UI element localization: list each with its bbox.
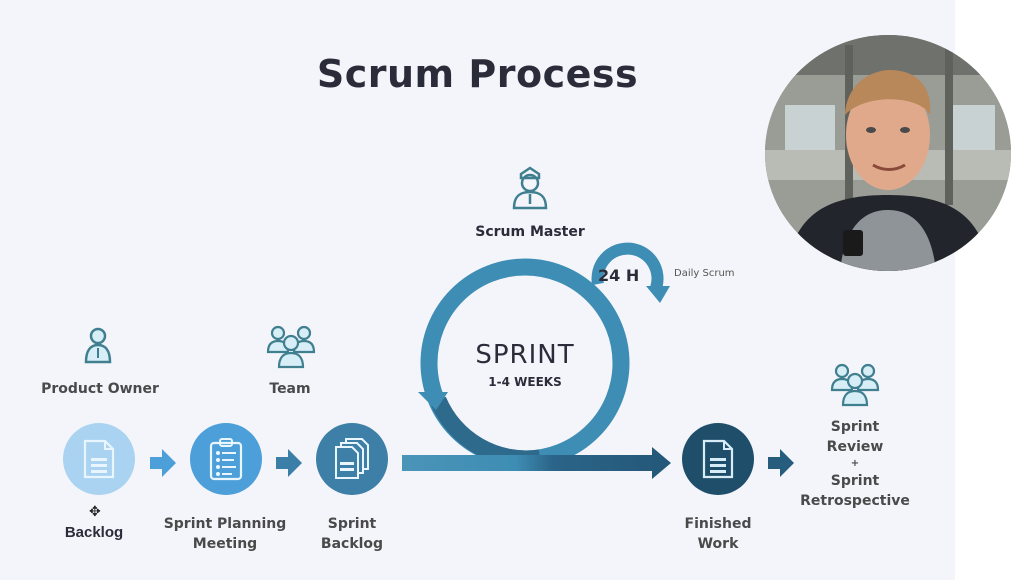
review-team-icon	[830, 363, 880, 407]
flow-bar	[402, 455, 654, 471]
team-label: Team	[269, 381, 311, 397]
scrum-master-label: Scrum Master	[475, 224, 585, 240]
sprint-planning-node	[190, 423, 262, 495]
daily-cycle-label: 24 H	[598, 266, 640, 285]
sprint-backlog-label-line1: Sprint	[327, 516, 377, 532]
sprint-review-retrospective-label: Sprint Review + Sprint Retrospective	[795, 417, 915, 511]
arrow-right-icon	[768, 449, 794, 477]
backlog-label: Backlog	[64, 524, 124, 541]
finished-work-label: Finished Work	[668, 514, 768, 554]
presenter-video-frame	[765, 35, 1011, 271]
presenter-video	[765, 35, 1011, 271]
product-owner-icon	[84, 327, 112, 364]
sprint-duration: 1-4 WEEKS	[488, 375, 562, 389]
flow-arrowhead	[652, 447, 671, 479]
sprint-planning-label-line2: Meeting	[192, 536, 258, 552]
finished-work-node	[682, 423, 754, 495]
team-icon	[266, 325, 316, 369]
daily-loop-arrowhead	[646, 286, 670, 303]
product-owner-label: Product Owner	[41, 381, 159, 397]
sprint-backlog-node	[316, 423, 388, 495]
review-line3: Sprint	[830, 473, 880, 489]
sprint-backlog-label: Sprint Backlog	[302, 514, 402, 554]
document-icon	[83, 439, 115, 479]
arrow-right-icon	[276, 449, 302, 477]
review-line2: Review	[826, 439, 884, 455]
arrow-right-icon	[150, 449, 176, 477]
daily-loop	[591, 242, 664, 290]
documents-stack-icon	[335, 438, 369, 479]
slide-title: Scrum Process	[316, 52, 639, 96]
review-line4: Retrospective	[800, 493, 910, 509]
daily-scrum-label: Daily Scrum	[674, 268, 735, 279]
sprint-backlog-label-line2: Backlog	[320, 536, 384, 552]
finished-work-label-line1: Finished	[684, 516, 752, 532]
backlog-node	[63, 423, 135, 495]
document-icon	[702, 439, 734, 479]
sprint-planning-label: Sprint Planning Meeting	[155, 514, 295, 554]
clipboard-icon	[209, 438, 243, 481]
move-cursor-icon: ✥	[89, 504, 101, 520]
sprint-planning-label-line1: Sprint Planning	[163, 516, 287, 532]
finished-work-label-line2: Work	[697, 536, 739, 552]
sprint-ring-lower-arc	[430, 396, 542, 468]
review-line1: Sprint	[830, 419, 880, 435]
sprint-ring-arrowhead	[418, 392, 448, 410]
sprint-cycle-diagram	[402, 242, 671, 479]
sprint-title: SPRINT	[475, 340, 575, 370]
review-plus: +	[850, 458, 860, 469]
scrum-master-icon	[512, 166, 548, 210]
